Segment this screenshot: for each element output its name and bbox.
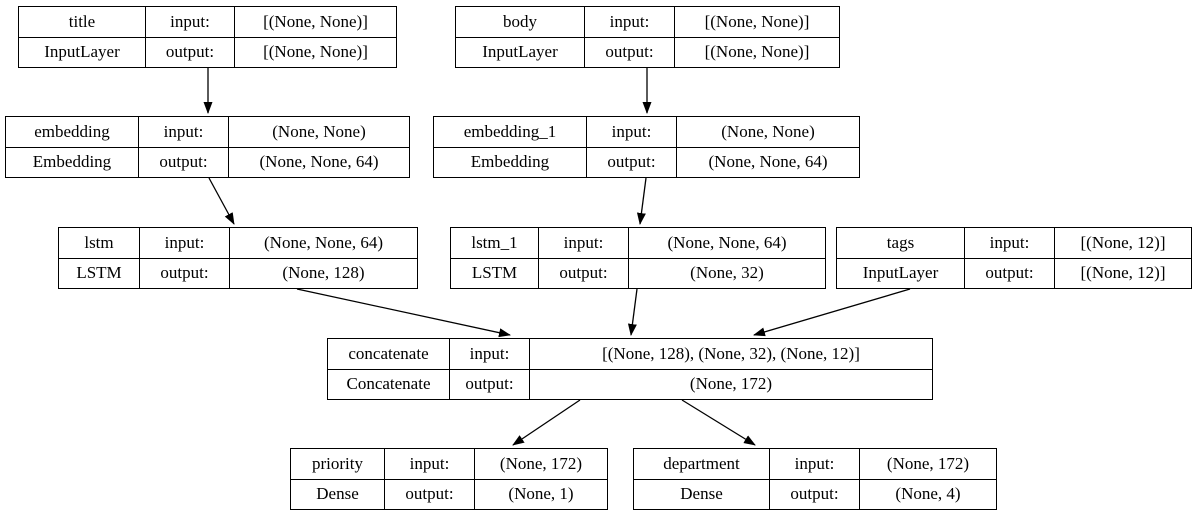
layer-class: Dense [680,484,723,504]
input-label: input: [449,339,529,369]
layer-class: Dense [316,484,359,504]
output-label: output: [769,479,859,509]
input-shape: [(None, 12)] [1054,228,1191,258]
node-output-row: Concatenate output: (None, 172) [328,368,932,399]
node-output-row: Dense output: (None, 1) [291,478,607,509]
layer-class: LSTM [76,263,122,283]
node-output-row: InputLayer output: [(None, None)] [456,36,839,67]
node-output-row: LSTM output: (None, 128) [59,257,417,288]
input-label: input: [538,228,628,258]
input-label: input: [584,7,674,37]
node-concatenate: concatenate input: [(None, 128), (None, … [327,338,933,400]
input-shape: [(None, 128), (None, 32), (None, 12)] [529,339,932,369]
input-label: input: [138,117,228,147]
layer-class: Concatenate [346,374,431,394]
edge-lstm_1-concatenate [627,288,638,336]
input-shape: [(None, None)] [674,7,839,37]
output-label: output: [449,369,529,399]
layer-class: InputLayer [862,263,939,283]
node-lstm_1: lstm_1 input: (None, None, 64) LSTM outp… [450,227,826,289]
input-label: input: [145,7,234,37]
node-output-row: Embedding output: (None, None, 64) [434,146,859,177]
layer-name: lstm_1 [471,232,518,252]
output-shape: (None, 4) [859,479,996,509]
input-label: input: [139,228,229,258]
node-output-row: LSTM output: (None, 32) [451,257,825,288]
layer-class: LSTM [471,263,518,283]
layer-class: Embedding [32,152,112,172]
layer-name: title [68,11,96,31]
output-shape: (None, 128) [229,258,417,288]
node-input-row: tags input: [(None, 12)] [837,228,1191,258]
input-shape: (None, None, 64) [229,228,417,258]
edge-concatenate-department [681,399,756,446]
node-input-row: priority input: (None, 172) [291,449,607,479]
node-output-row: Embedding output: (None, None, 64) [6,146,409,177]
node-embedding: embedding input: (None, None) Embedding … [5,116,410,178]
layer-name: embedding [34,121,110,141]
layer-name: department [663,453,740,473]
node-priority: priority input: (None, 172) Dense output… [290,448,608,510]
node-title: title input: [(None, None)] InputLayer o… [18,6,397,68]
edge-embedding_1-lstm_1 [636,177,647,225]
output-shape: (None, 32) [628,258,825,288]
input-shape: (None, None) [228,117,409,147]
node-input-row: lstm input: (None, None, 64) [59,228,417,258]
layer-class: InputLayer [482,42,558,62]
node-input-row: embedding input: (None, None) [6,117,409,147]
node-department: department input: (None, 172) Dense outp… [633,448,997,510]
layer-name: tags [886,232,915,252]
output-shape: [(None, 12)] [1054,258,1191,288]
output-label: output: [964,258,1054,288]
node-output-row: Dense output: (None, 4) [634,478,996,509]
output-label: output: [138,147,228,177]
output-label: output: [586,147,676,177]
node-input-row: title input: [(None, None)] [19,7,396,37]
node-output-row: InputLayer output: [(None, 12)] [837,257,1191,288]
node-input-row: lstm_1 input: (None, None, 64) [451,228,825,258]
output-label: output: [139,258,229,288]
node-output-row: InputLayer output: [(None, None)] [19,36,396,67]
output-label: output: [145,37,234,67]
input-label: input: [586,117,676,147]
input-label: input: [964,228,1054,258]
layer-name: priority [312,453,363,473]
input-shape: (None, 172) [474,449,607,479]
layer-class: InputLayer [44,42,120,62]
node-embedding_1: embedding_1 input: (None, None) Embeddin… [433,116,860,178]
edge-lstm-concatenate [296,288,511,338]
edge-tags-concatenate [753,288,911,337]
output-label: output: [584,37,674,67]
node-lstm: lstm input: (None, None, 64) LSTM output… [58,227,418,289]
output-shape: (None, 172) [529,369,932,399]
input-shape: (None, None) [676,117,859,147]
node-input-row: body input: [(None, None)] [456,7,839,37]
output-label: output: [384,479,474,509]
layer-name: concatenate [348,343,429,363]
input-shape: [(None, None)] [234,7,396,37]
edge-concatenate-priority [512,399,581,446]
layer-name: body [503,11,537,31]
output-shape: (None, 1) [474,479,607,509]
layer-name: lstm [84,232,114,252]
node-body: body input: [(None, None)] InputLayer ou… [455,6,840,68]
input-shape: (None, 172) [859,449,996,479]
layer-name: embedding_1 [463,121,557,141]
input-label: input: [384,449,474,479]
layer-class: Embedding [470,152,550,172]
output-shape: (None, None, 64) [676,147,859,177]
node-input-row: concatenate input: [(None, 128), (None, … [328,339,932,369]
edge-embedding-lstm [208,177,235,225]
output-shape: (None, None, 64) [228,147,409,177]
output-shape: [(None, None)] [674,37,839,67]
node-input-row: department input: (None, 172) [634,449,996,479]
node-input-row: embedding_1 input: (None, None) [434,117,859,147]
node-tags: tags input: [(None, 12)] InputLayer outp… [836,227,1192,289]
output-shape: [(None, None)] [234,37,396,67]
output-label: output: [538,258,628,288]
input-shape: (None, None, 64) [628,228,825,258]
input-label: input: [769,449,859,479]
